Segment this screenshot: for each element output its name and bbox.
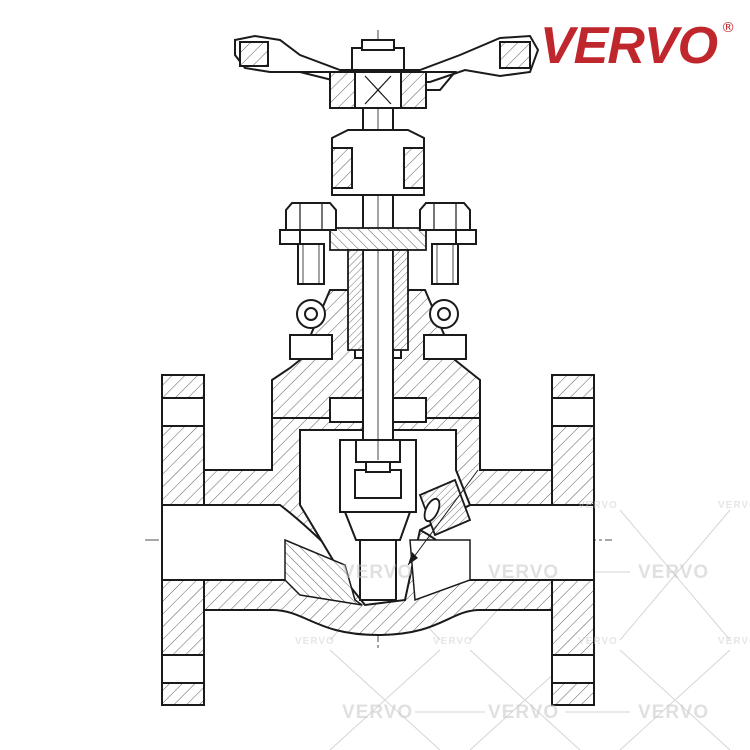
right-gland-bolt (419, 202, 477, 360)
watermark-text: VERVO (488, 702, 560, 723)
watermark-text-small: VERVO (718, 636, 750, 647)
watermark-text-small: VERVO (295, 636, 335, 647)
registered-mark: ® (721, 20, 736, 36)
watermark-text: VERVO (638, 562, 710, 583)
valve-stem (353, 59, 403, 463)
watermark-text: VERVO (488, 562, 560, 583)
left-gland-bolt (279, 202, 337, 360)
handwheel (234, 34, 540, 109)
watermark-text: VERVO (342, 702, 414, 723)
yoke-nut-housing (331, 129, 425, 196)
packing-gland (329, 227, 427, 351)
brand-logo: VERVO ® (540, 18, 735, 78)
seat-ring (407, 469, 479, 566)
gate-wedge (339, 439, 417, 601)
watermark-text-small: VERVO (578, 500, 618, 511)
watermark-text-small: VERVO (718, 500, 750, 511)
watermark-text: VERVO (638, 702, 710, 723)
watermark-text-small: VERVO (578, 636, 618, 647)
watermark-text: VERVO (342, 562, 414, 583)
brand-name: VERVO (540, 17, 718, 75)
watermark-text-small: VERVO (433, 636, 473, 647)
